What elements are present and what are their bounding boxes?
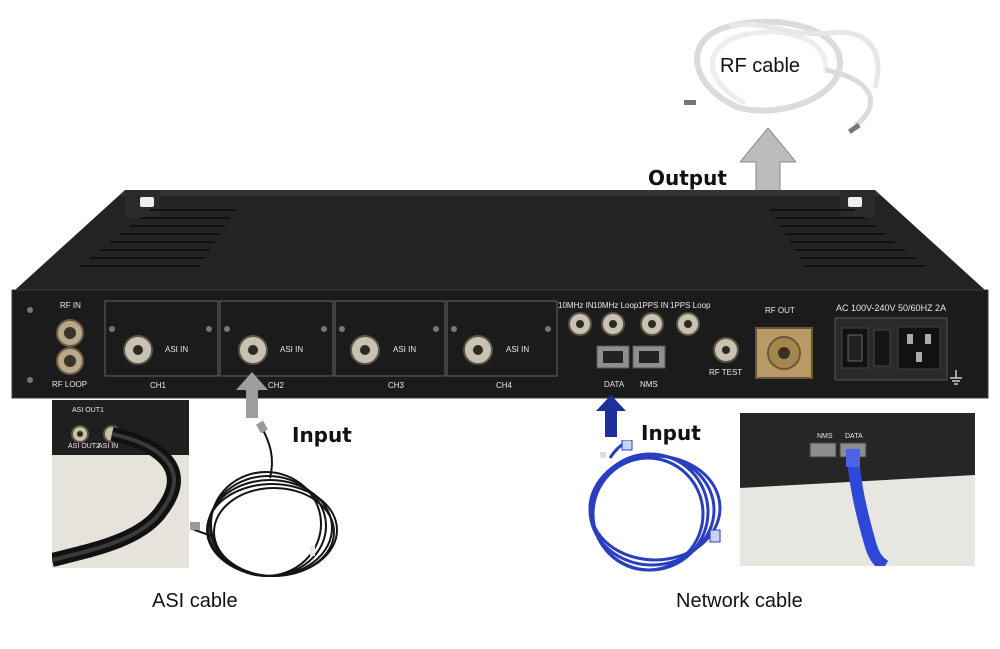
asi-input-arrow bbox=[236, 372, 268, 418]
ref-label-10mhz-in: 10MHz IN bbox=[558, 301, 594, 310]
network-connection-photo bbox=[740, 413, 975, 566]
network-cable-caption: Network cable bbox=[676, 590, 803, 612]
ch1-label: CH1 bbox=[150, 381, 167, 390]
network-cable-image bbox=[588, 440, 722, 572]
device-rear-panel bbox=[11, 190, 989, 399]
power-rating-label: AC 100V-240V 50/60HZ 2A bbox=[836, 303, 947, 313]
ch2-label: CH2 bbox=[268, 381, 285, 390]
nms-port-label: NMS bbox=[640, 380, 658, 389]
ref-label-10mhz-loop: 10MHz Loop bbox=[593, 301, 639, 310]
data-port-label: DATA bbox=[604, 380, 625, 389]
network-input-arrow bbox=[596, 395, 626, 437]
asi-in-label-2: ASI IN bbox=[280, 345, 304, 354]
asi-in-label-1: ASI IN bbox=[165, 345, 189, 354]
photo-asi-out1-label: ASI OUT1 bbox=[72, 407, 104, 414]
asi-in-label-4: ASI IN bbox=[506, 345, 530, 354]
asi-cable-caption: ASI cable bbox=[152, 590, 238, 612]
rf-in-label: RF IN bbox=[60, 301, 81, 310]
rf-cable-image bbox=[684, 18, 881, 134]
asi-cable-image bbox=[190, 420, 338, 577]
ch3-label: CH3 bbox=[388, 381, 405, 390]
rf-loop-connector bbox=[56, 347, 84, 375]
rf-cable-label: RF cable bbox=[720, 55, 801, 77]
asi-input-label: Input bbox=[292, 423, 352, 447]
photo-asi-out2-label: ASI OUT2 bbox=[68, 443, 100, 450]
network-input-label: Input bbox=[641, 421, 701, 445]
photo-asi-in-label: ASI IN bbox=[98, 443, 119, 450]
rf-out-label: RF OUT bbox=[765, 306, 795, 315]
photo-nms-label: NMS bbox=[817, 433, 833, 440]
ref-label-1pps-in: 1PPS IN bbox=[638, 301, 669, 310]
asi-connection-photo bbox=[52, 400, 189, 568]
ref-label-1pps-loop: 1PPS Loop bbox=[670, 301, 711, 310]
rf-loop-label: RF LOOP bbox=[52, 380, 88, 389]
output-label: Output bbox=[648, 166, 727, 190]
photo-data-label: DATA bbox=[845, 433, 863, 440]
rf-test-label: RF TEST bbox=[709, 368, 743, 377]
ch4-label: CH4 bbox=[496, 381, 513, 390]
rf-in-connector bbox=[56, 319, 84, 347]
asi-in-label-3: ASI IN bbox=[393, 345, 417, 354]
